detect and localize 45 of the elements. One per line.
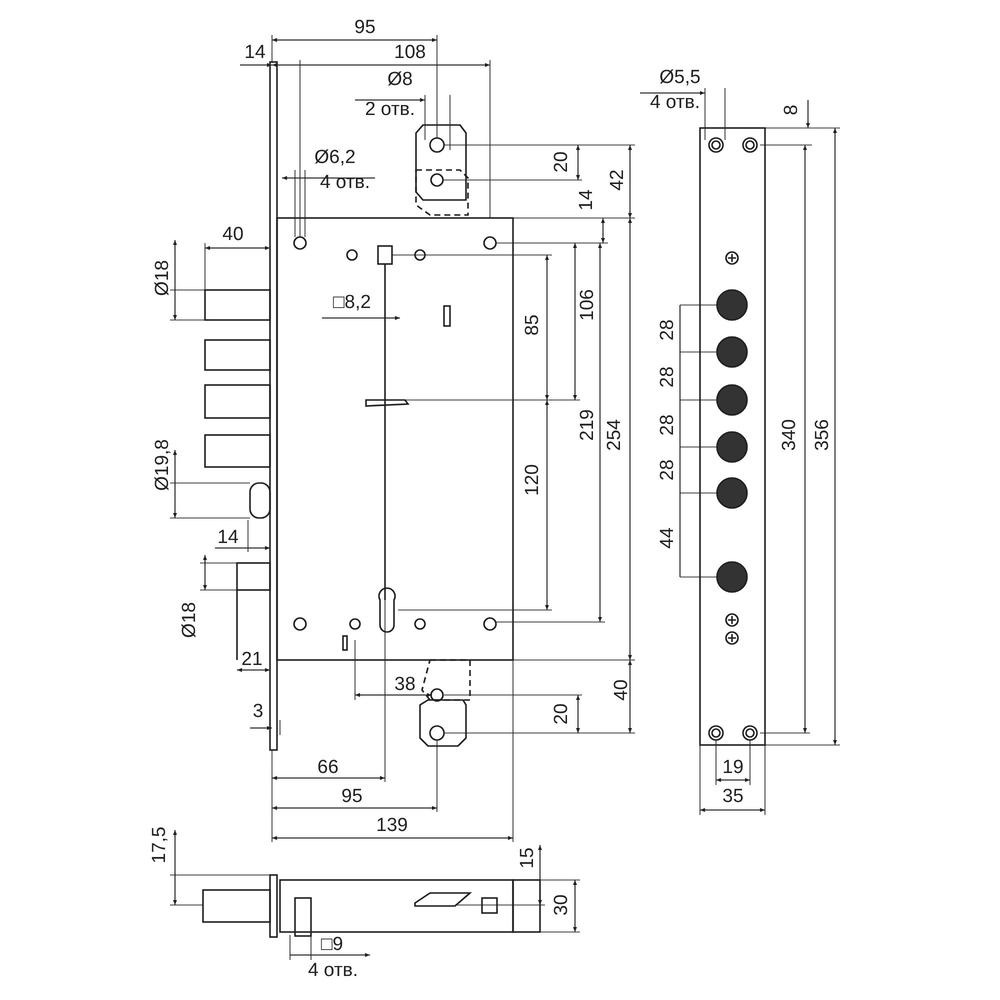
dimension-label: Ø5,5 (659, 68, 701, 88)
dimension-label: 35 (722, 787, 744, 807)
dimension-label: 21 (241, 650, 263, 670)
dimension-label: Ø18 (153, 260, 173, 296)
dimension-label: 30 (552, 894, 572, 916)
dimension-label: 356 (813, 419, 833, 451)
dimension-label: 14 (577, 189, 597, 211)
dimension-label: 4 отв. (308, 961, 358, 981)
dimension-label: 17,5 (150, 826, 170, 864)
dimension-label: 2 отв. (364, 100, 416, 120)
dimension-label: 19 (722, 758, 744, 778)
dimension-label: 139 (376, 816, 408, 836)
dimension-label: 28 (658, 366, 678, 388)
dimension-label: 14 (244, 43, 266, 63)
dimension-label: 44 (658, 527, 678, 549)
dimension-label: 340 (780, 419, 800, 451)
dimension-label: 4 отв. (650, 93, 700, 113)
dimension-label: 38 (394, 675, 416, 695)
dimension-label: Ø6,2 (314, 148, 356, 168)
dimension-label: □8,2 (333, 293, 371, 313)
dimension-label: Ø18 (180, 602, 200, 638)
dimension-label: Ø19,8 (153, 439, 173, 491)
dimension-label: 40 (612, 679, 632, 701)
dimension-label: 106 (578, 289, 598, 321)
dimension-label: 120 (523, 464, 543, 496)
dimension-label: 40 (222, 225, 244, 245)
dimension-label: 254 (605, 419, 625, 451)
dimension-label: 95 (341, 787, 363, 807)
dimension-label: 28 (658, 319, 678, 341)
dimension-label: Ø8 (387, 70, 413, 90)
dimension-label: 20 (552, 703, 572, 725)
dimension-label: 28 (658, 414, 678, 436)
dimension-label: 95 (354, 18, 376, 38)
dimension-label: 108 (394, 43, 426, 63)
dimension-label: 66 (317, 758, 339, 778)
dimension-label: 15 (518, 847, 538, 869)
dimension-label: □9 (320, 935, 344, 955)
dimension-label: 8 (782, 104, 802, 116)
dimension-label: 28 (658, 459, 678, 481)
dimension-label: 14 (217, 528, 239, 548)
dimension-label: 20 (552, 151, 572, 173)
dimension-label: 219 (578, 409, 598, 441)
dimension-label: 85 (523, 314, 543, 336)
dimension-label: 3 (252, 702, 264, 722)
dimension-label: 42 (608, 169, 628, 191)
